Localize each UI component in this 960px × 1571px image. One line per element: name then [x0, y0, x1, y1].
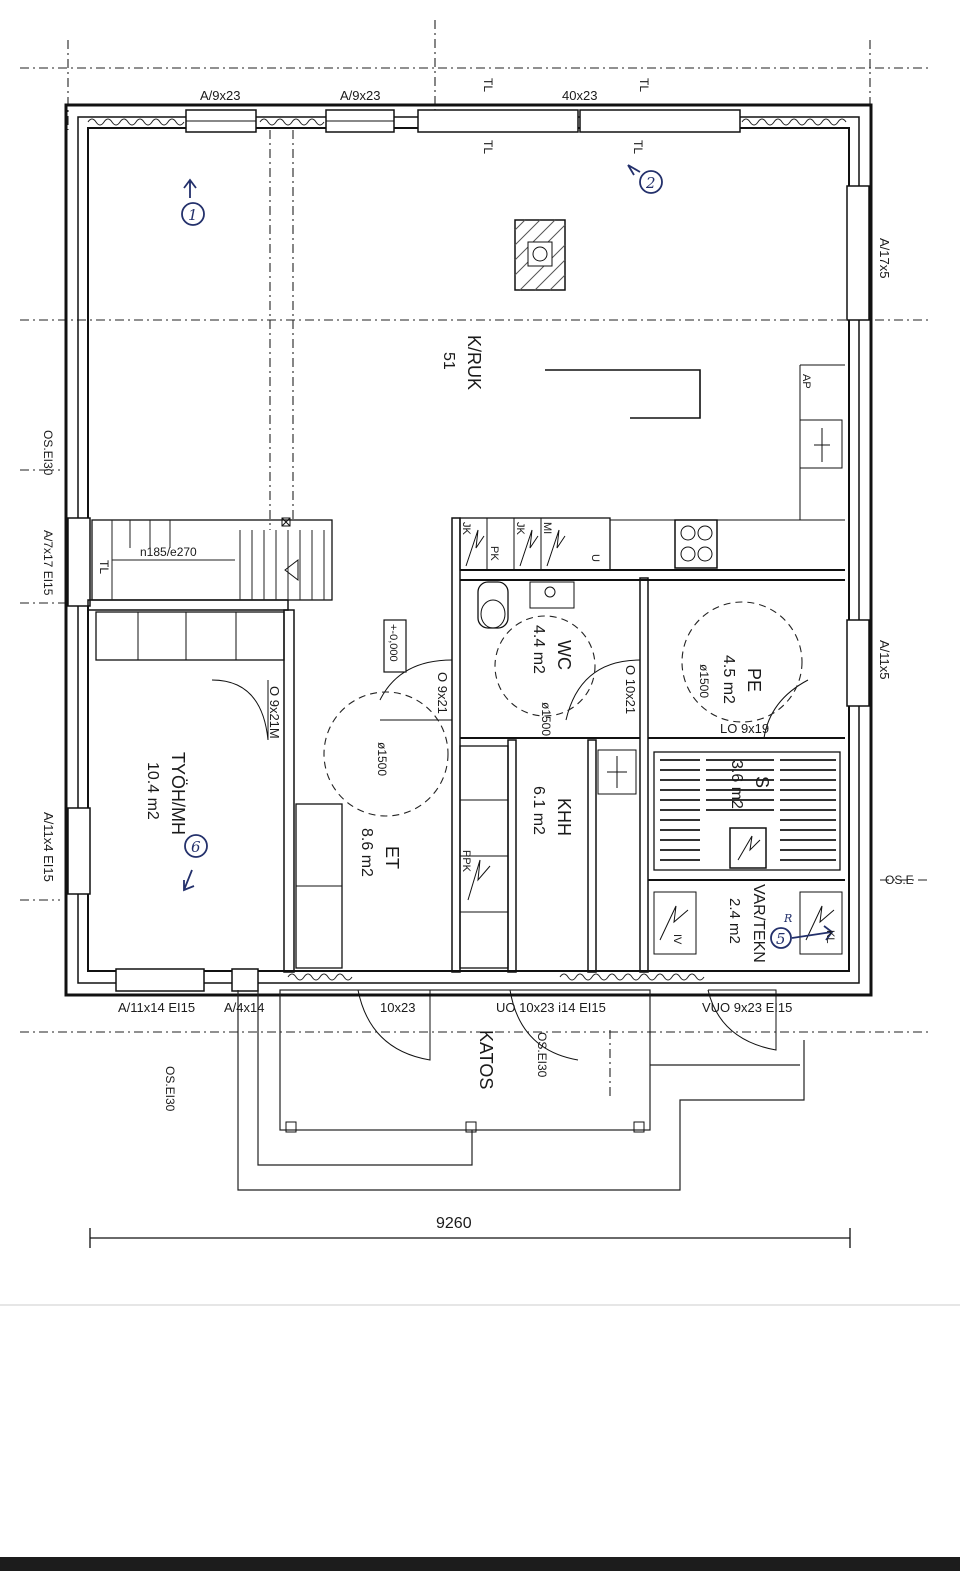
- door-label-entry: 10x23: [380, 1000, 415, 1015]
- marker-2: 2: [645, 174, 656, 192]
- door-label-storage: VUO 9x23 EI15: [702, 1000, 792, 1015]
- window-label-bottom2: A/4x14: [224, 1000, 264, 1015]
- kitchen-counter: [459, 364, 845, 571]
- tl-label-stair: TL: [97, 560, 111, 574]
- wc-fixtures: [477, 581, 575, 629]
- grid-lines: [20, 20, 930, 1100]
- marker-5: 5: [776, 930, 786, 948]
- room-work-area: 10.4 m2: [144, 762, 161, 820]
- diam-hall-label: ø1500: [375, 742, 389, 776]
- room-living-area: 51: [440, 352, 457, 370]
- room-wash-name: PE: [744, 668, 764, 692]
- window-label-left-bottom: A/11x4 EI15: [41, 812, 56, 882]
- turning-circles: [323, 601, 803, 817]
- window-label-bottom1: A/11x14 EI15: [118, 1000, 195, 1015]
- window-label-top1: A/9x23: [200, 88, 240, 103]
- katos-label: KATOS: [476, 1030, 496, 1089]
- door-label-wash: LO 9x19: [720, 721, 769, 736]
- misc-labels: TL TL TL TL TL n185/e270 +-0,000 AP JK P…: [41, 78, 914, 1232]
- ap-label: AP: [800, 374, 812, 389]
- fireplace: [514, 219, 566, 291]
- marker-r: R: [783, 912, 792, 925]
- dimension-line: [89, 1228, 851, 1248]
- door-label-utility: UO 10x23 i14 EI15: [496, 1000, 606, 1015]
- tech-units: [653, 891, 843, 955]
- diam-pe-label: ø1500: [697, 664, 711, 698]
- sauna-benches: [653, 751, 841, 871]
- windows: [67, 109, 870, 992]
- room-sauna-name: S: [752, 776, 772, 788]
- room-utility-name: KHH: [554, 798, 574, 836]
- window-label-top3: 40x23: [562, 88, 597, 103]
- door-labels: O 9x21M O 9x21 O 10x21 LO 9x19 10x23 UO …: [267, 665, 792, 1015]
- iv-label: IV: [671, 934, 683, 945]
- os-left-mid-label: A/7x17 EI15: [41, 530, 55, 596]
- door-label-hall: O 9x21: [435, 672, 450, 714]
- room-storage-area: 2.4 m2: [726, 898, 743, 944]
- room-utility-area: 6.1 m2: [530, 786, 547, 835]
- room-labels: K/RUK 51 WC 4.4 m2 PE 4.5 m2 S 3.6 m2 KH…: [144, 335, 772, 963]
- room-storage-name: VAR/TEKN: [750, 884, 767, 963]
- diam-wc-label: ø1500: [539, 702, 553, 736]
- stair-label: n185/e270: [140, 545, 197, 559]
- u-label: U: [589, 554, 601, 562]
- hand-annotations: 1 2 5 6 R: [188, 174, 792, 948]
- os-porch-label: OS.EI30: [535, 1032, 549, 1078]
- mi-label: MI: [541, 522, 553, 534]
- room-wash-area: 4.5 m2: [720, 655, 737, 704]
- room-living-name: K/RUK: [464, 335, 484, 390]
- jk2-label: JK: [514, 522, 526, 536]
- porch: [237, 989, 805, 1191]
- utility-cabinets: [459, 745, 637, 969]
- room-work-name: TYÖH/MH: [168, 752, 188, 835]
- wardrobe-hall: [295, 803, 343, 969]
- room-wc-name: WC: [554, 640, 574, 670]
- dimension-label: 9260: [436, 1215, 472, 1232]
- kl-label: KL: [824, 930, 836, 943]
- wardrobe-work: [95, 611, 285, 661]
- hand-markers: [181, 164, 834, 949]
- tl-label-top-left: TL: [481, 78, 495, 92]
- jk1-label: JK: [460, 522, 472, 536]
- room-wc-area: 4.4 m2: [530, 625, 547, 674]
- tl-label-top-right: TL: [637, 78, 651, 92]
- staircase: [91, 517, 333, 601]
- os-left-top-label: OS.EI30: [41, 430, 55, 476]
- marker-6: 6: [191, 838, 201, 856]
- window-label-right-top: A/17x5: [877, 238, 892, 278]
- room-hall-area: 8.6 m2: [358, 828, 375, 877]
- door-label-work: O 9x21M: [267, 686, 282, 739]
- room-sauna-area: 3.6 m2: [728, 760, 745, 809]
- level-label: +-0,000: [387, 624, 399, 662]
- tl-label-inner2: TL: [631, 140, 645, 154]
- window-labels: A/9x23 A/9x23 40x23 A/17x5 A/11x5 A/11x4…: [41, 88, 892, 1015]
- marker-1: 1: [188, 206, 198, 224]
- window-label-top2: A/9x23: [340, 88, 380, 103]
- os-right-label: OS.E: [885, 873, 914, 887]
- room-hall-name: ET: [382, 846, 402, 869]
- door-label-wc: O 10x21: [623, 665, 638, 714]
- scan-edge: [0, 1557, 960, 1571]
- ppk-label: PPK: [460, 850, 472, 873]
- window-label-right-mid: A/11x5: [877, 640, 892, 680]
- tl-label-inner1: TL: [481, 140, 495, 154]
- pk-label: PK: [488, 546, 500, 561]
- os-bottom-label: OS.EI30: [163, 1066, 177, 1112]
